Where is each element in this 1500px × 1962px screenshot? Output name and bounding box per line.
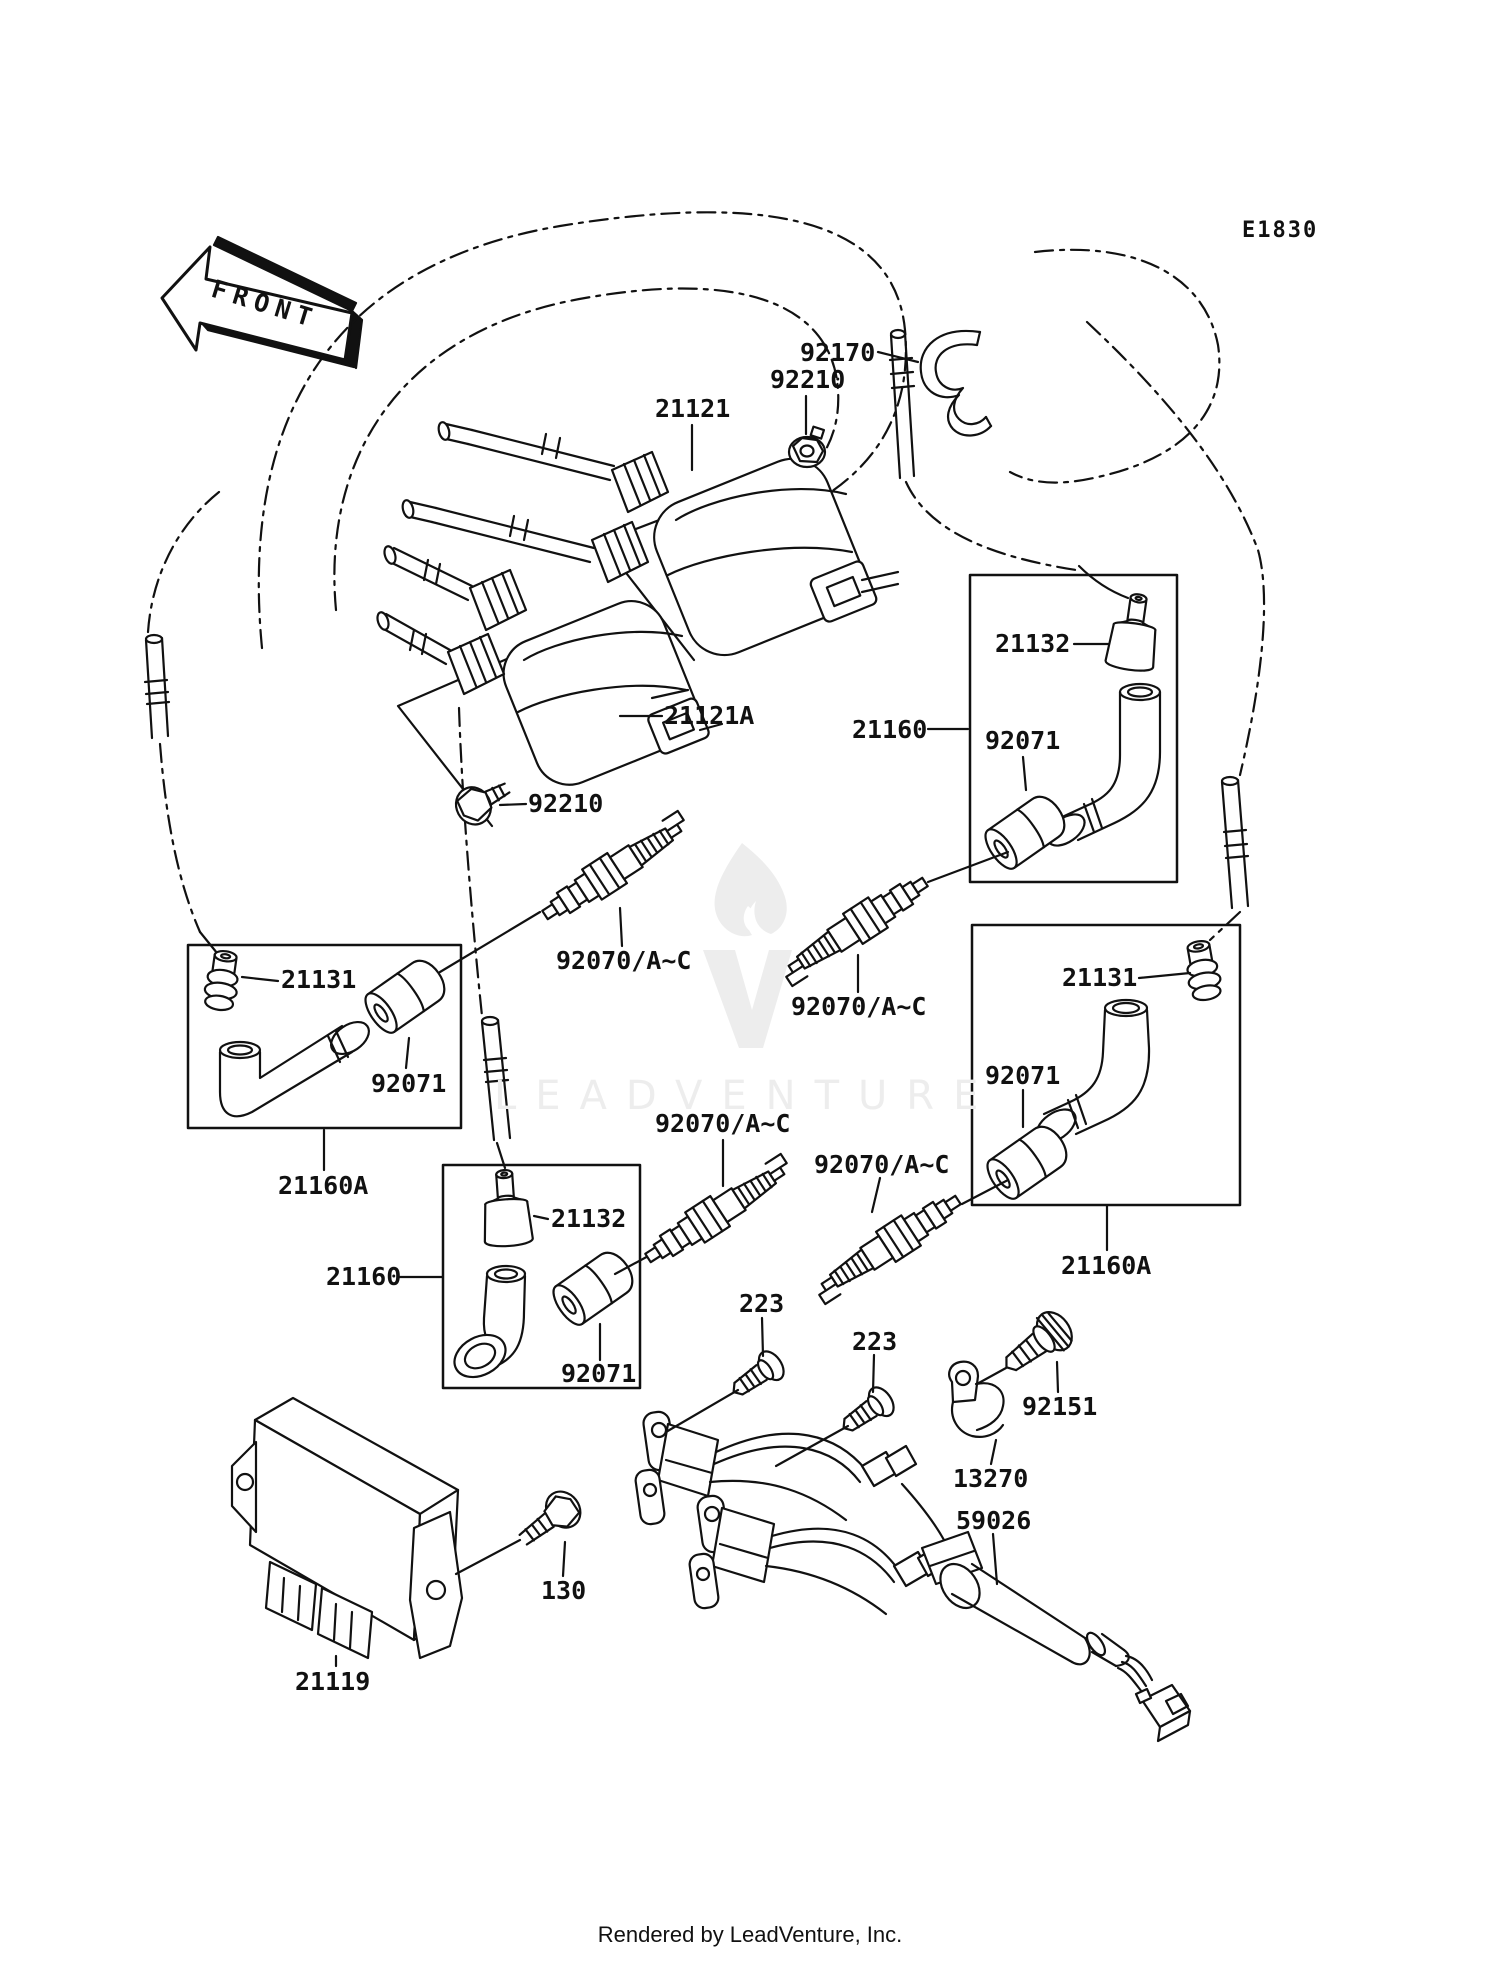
spark-plug-2 [773, 865, 936, 990]
part-label-92071-left: 92071 [371, 1069, 447, 1098]
nut-92210-top [787, 425, 827, 469]
spark-plug-3 [637, 1150, 800, 1275]
diagram-code: E1830 [1242, 218, 1319, 243]
plug-wire-left [143, 633, 219, 955]
spark-plug-4 [806, 1183, 969, 1308]
leader-lines [240, 350, 1192, 1668]
footer-credit: Rendered by LeadVenture, Inc. [597, 1922, 903, 1947]
bolt-130 [518, 1490, 582, 1546]
part-label-21121: 21121 [655, 394, 731, 423]
screw-223-a [664, 1345, 790, 1434]
part-label-21160A-left: 21160A [278, 1171, 369, 1200]
part-label-21121A: 21121A [664, 701, 755, 730]
part-label-92070-1: 92070/A~C [556, 946, 692, 975]
watermark-logo [703, 843, 792, 1048]
part-label-21160A-right: 21160A [1061, 1251, 1152, 1280]
plug-wire-top-right [888, 328, 1130, 600]
part-label-92071-right-lower: 92071 [985, 1061, 1061, 1090]
elbow-boot-left [218, 1020, 370, 1118]
spark-plug-1 [534, 807, 697, 932]
elbow-boot-mid [453, 1264, 527, 1379]
part-label-92071-right: 92071 [985, 726, 1061, 755]
part-label-21119: 21119 [295, 1667, 371, 1696]
part-label-21160-right: 21160 [852, 715, 928, 744]
screw-92151 [1005, 1311, 1073, 1372]
bolt-130-axis [454, 1538, 522, 1576]
screw-223-b [774, 1381, 900, 1468]
part-label-92070-2: 92070/A~C [791, 992, 927, 1021]
bracket-92170 [919, 329, 993, 437]
watermark-brand: LEADVENTURE [494, 1073, 998, 1119]
clamp-13270 [948, 1360, 1005, 1438]
wiring-harness-59026 [900, 1482, 1192, 1743]
cap-21132-mid [478, 1167, 535, 1249]
part-label-92210-lower: 92210 [528, 789, 604, 818]
part-label-92070-3: 92070/A~C [655, 1109, 791, 1138]
terminal-21131-left [201, 947, 244, 1014]
part-label-21131-left: 21131 [281, 965, 357, 994]
part-label-92071-mid: 92071 [561, 1359, 637, 1388]
part-label-223-a: 223 [739, 1289, 785, 1318]
group-boxes [186, 573, 1242, 1390]
part-label-92070-4: 92070/A~C [814, 1150, 950, 1179]
terminal-21131-right [1180, 937, 1225, 1004]
bolt-92210-lower [454, 782, 511, 826]
part-label-92170: 92170 [800, 338, 876, 367]
front-arrow-icon [160, 235, 364, 370]
part-label-21160-mid: 21160 [326, 1262, 402, 1291]
resistor-92071-right [926, 788, 1073, 884]
part-label-92151: 92151 [1022, 1392, 1098, 1421]
frame-reference-lines [146, 211, 1266, 1018]
resistor-92071-left [358, 910, 542, 1039]
part-label-59026: 59026 [956, 1506, 1032, 1535]
resistor-92071-mid [546, 1244, 654, 1331]
cdi-igniter-21119 [230, 1396, 464, 1660]
part-label-223-b: 223 [852, 1327, 898, 1356]
ignition-coil-21121A [376, 545, 724, 786]
cap-21132-right [1103, 589, 1164, 675]
ignition-coil-21121 [401, 421, 900, 657]
part-label-21132-right: 21132 [995, 629, 1071, 658]
part-label-130: 130 [541, 1576, 587, 1605]
part-label-13270: 13270 [953, 1464, 1029, 1493]
part-label-92210-top: 92210 [770, 365, 846, 394]
plug-wire-mid [480, 1015, 512, 1170]
part-label-21131-right: 21131 [1062, 963, 1138, 992]
plug-wire-far-right [1220, 775, 1250, 910]
part-label-21132-mid: 21132 [551, 1204, 627, 1233]
resistor-92071-right-lower [960, 1118, 1075, 1206]
harness-bracket-2 [688, 1494, 950, 1616]
harness-bracket-1 [634, 1410, 918, 1526]
